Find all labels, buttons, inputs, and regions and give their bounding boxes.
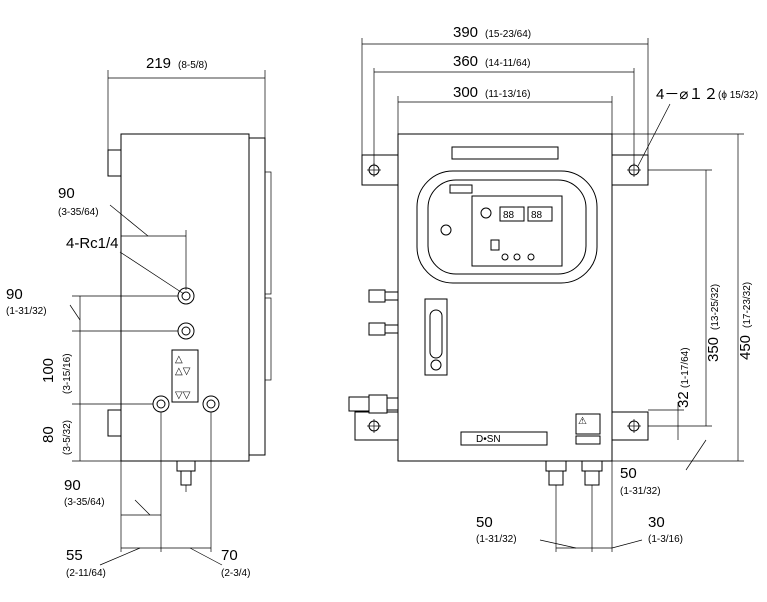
dim-55-value: 55: [66, 547, 83, 564]
side-bracket-top: [107, 149, 122, 177]
dim-90-top-inch: (3-35/64): [58, 207, 99, 218]
controller-knob-icon: [480, 207, 492, 219]
cable-gland: [348, 394, 399, 414]
display-window-inner: [427, 179, 587, 275]
bottom-fitting-left: [545, 460, 567, 486]
lock-screw-icon: [440, 224, 452, 236]
dim-450-value: 450: [737, 335, 754, 360]
indicator-lamp-2: [513, 253, 521, 261]
dim-100-value: 100: [40, 358, 57, 383]
dim-80-inch: (3-5/32): [62, 420, 73, 455]
dim-80-value: 80: [40, 426, 57, 443]
warning-label-strip: [575, 435, 601, 445]
digital-display-2-text: 88: [531, 210, 543, 221]
warning-triangle-icon: ⚠: [578, 416, 587, 427]
bottom-fitting-right: [581, 460, 603, 486]
port-size-label: 4-Rc1/4: [66, 235, 119, 252]
side-cover-flange: [248, 137, 266, 456]
side-cover-detail-upper: [264, 171, 272, 295]
side-enclosure-body: [120, 133, 250, 462]
dim-50-bottom-value: 50: [476, 514, 493, 531]
dim-50-bottom-inch: (1-31/32): [476, 534, 517, 545]
side-view: △ △▽ ▽▽ 219 (8-5/8) 90 (3-35/64) 4-Rc1/4…: [6, 55, 272, 579]
arrow-up-icon: △: [175, 354, 183, 365]
dim-360-value: 360: [453, 53, 478, 70]
digital-display-1: [499, 206, 525, 222]
sight-glass-frame: [424, 298, 448, 376]
mount-hole-icon: [367, 419, 381, 433]
dim-450-inch: (17-23/32): [742, 282, 753, 328]
front-enclosure-body: [397, 133, 613, 462]
mount-hole-icon: [627, 419, 641, 433]
dim-70-value: 70: [221, 547, 238, 564]
front-view: 88 88 D•SN ⚠: [348, 24, 758, 552]
dim-30-inch: (1-3/16): [648, 534, 683, 545]
arrow-up-icon: △▽: [175, 366, 191, 377]
dim-300-inch: (11-13/16): [485, 89, 530, 100]
dim-219-value: 219: [146, 55, 171, 72]
dim-55-inch: (2-11/64): [66, 568, 106, 579]
dim-390-value: 390: [453, 24, 478, 41]
dim-50-right-inch: (1-31/32): [620, 486, 661, 497]
mount-hole-value: 4－⌀１２: [656, 86, 718, 103]
brand-label: D•SN: [476, 434, 501, 445]
dim-70-inch: (2-3/4): [221, 568, 250, 579]
dim-219-inch: (8-5/8): [178, 60, 207, 71]
dim-350-value: 350: [705, 337, 722, 362]
dim-90-bottom-inch: (3-35/64): [64, 497, 105, 508]
dim-30-value: 30: [648, 514, 665, 531]
dim-90-left-value: 90: [6, 286, 23, 303]
indicator-lamp-1: [501, 253, 509, 261]
controller-switch: [490, 239, 500, 251]
dim-90-top-value: 90: [58, 185, 75, 202]
dim-100-inch: (3-15/16): [62, 353, 73, 394]
dim-360-inch: (14-11/64): [485, 58, 530, 69]
inlet-fitting-1: [368, 289, 399, 303]
warning-label: [575, 413, 601, 435]
dim-50-right-value: 50: [620, 465, 637, 482]
sight-glass-valve-icon: [430, 359, 442, 371]
indicator-lamp-3: [527, 253, 535, 261]
top-nameplate-slot: [451, 146, 559, 160]
digital-display-2: [527, 206, 553, 222]
arrow-down-icon: ▽▽: [175, 390, 191, 401]
dim-32-value: 32: [675, 391, 692, 408]
side-label-plate: [171, 349, 199, 403]
dim-390-inch: (15-23/64): [485, 29, 531, 40]
dim-32-inch: (1-17/64): [680, 347, 691, 388]
dim-300-value: 300: [453, 84, 478, 101]
digital-display-1-text: 88: [503, 210, 515, 221]
bottom-nameplate: [460, 431, 548, 446]
dim-90-left-inch: (1-31/32): [6, 306, 47, 317]
inlet-fitting-2: [368, 322, 399, 336]
side-cover-detail-lower: [264, 297, 272, 381]
display-window-outer: [416, 170, 598, 284]
sight-glass-tube: [429, 309, 443, 359]
mount-hole-inch: (ϕ 15/32): [718, 90, 758, 101]
dim-350-inch: (13-25/32): [710, 284, 721, 330]
controller-panel: [471, 195, 563, 267]
side-bracket-bottom: [107, 409, 122, 437]
window-tab: [449, 184, 473, 194]
side-bottom-fitting: [176, 460, 196, 492]
dim-90-bottom-value: 90: [64, 477, 81, 494]
